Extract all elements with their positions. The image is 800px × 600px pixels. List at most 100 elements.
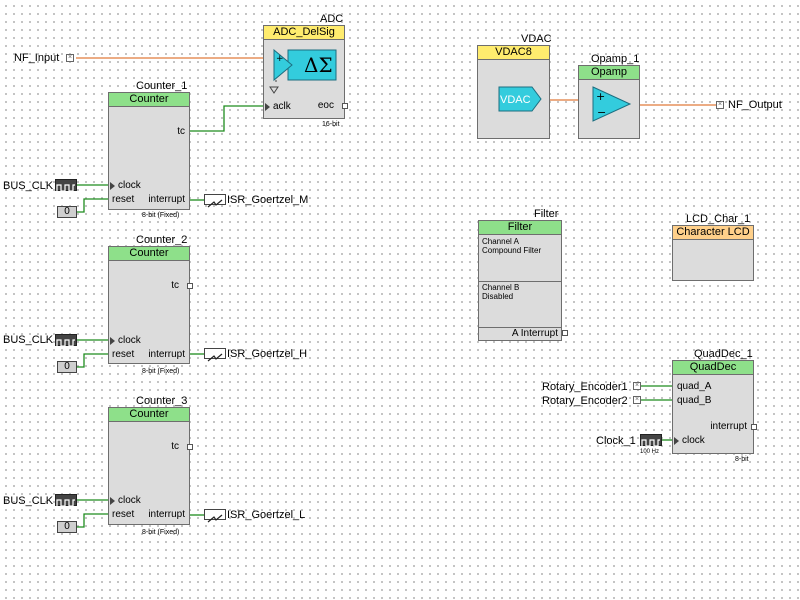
quaddec-component[interactable]: QuadDec quad_A quad_B interrupt clock <box>672 360 757 454</box>
counter1-port-tc: tc <box>177 126 185 137</box>
counter1-const[interactable]: 0 <box>57 206 77 218</box>
quaddec-port-quad-b: quad_B <box>677 395 712 406</box>
encoder2-pin-icon[interactable]: × <box>633 396 641 404</box>
counter2-port-tc: tc <box>171 280 179 291</box>
interrupt-icon[interactable] <box>204 348 226 362</box>
counter2-component[interactable]: Counter tc clock reset interrupt <box>108 246 193 364</box>
adc-port-eoc: eoc <box>317 100 334 111</box>
nf-output-pin-icon[interactable]: × <box>716 101 724 109</box>
lcd-type-header: Character LCD <box>673 226 753 240</box>
vdac-symbol: VDAC <box>500 94 531 106</box>
counter2-clock-icon <box>110 337 115 345</box>
filter-ch-b-type: Disabled <box>482 292 514 301</box>
vdac-type-header: VDAC8 <box>478 46 549 60</box>
wire-counter1-reset[interactable] <box>77 198 110 213</box>
quaddec-clock-note: 100 Hz <box>640 449 660 455</box>
nf-input-label: NF_Input <box>14 52 60 64</box>
counter1-clk-label: BUS_CLK <box>3 180 54 192</box>
counter3-const[interactable]: 0 <box>57 521 77 533</box>
nf-output-label: NF_Output <box>728 99 782 111</box>
adc-delsig-icon: + <box>270 48 340 88</box>
counter2-port-clock: clock <box>118 335 141 346</box>
encoder1-pin-icon[interactable]: × <box>633 382 641 390</box>
clock-source-icon[interactable] <box>55 334 77 347</box>
opamp-triangle-icon: + − <box>592 86 632 127</box>
counter1-port-reset: reset <box>112 194 135 205</box>
counter1-note: 8-bit (Fixed) <box>142 212 180 219</box>
counter2-type-header: Counter <box>109 247 189 261</box>
nf-input-pin-icon[interactable]: × <box>66 54 74 62</box>
counter2-port-interrupt: interrupt <box>148 349 185 360</box>
adc-note: 16-bit <box>322 121 340 128</box>
lcd-title: LCD_Char_1 <box>686 213 751 225</box>
svg-text:+: + <box>596 90 605 103</box>
counter3-tc-terminal[interactable] <box>187 444 193 450</box>
clock-source-icon[interactable] <box>55 494 77 507</box>
counter1-type-header: Counter <box>109 93 189 107</box>
adc-port-aclk: aclk <box>273 101 291 112</box>
counter3-clock-icon <box>110 497 115 505</box>
opamp-component[interactable]: Opamp + − <box>578 65 640 139</box>
quaddec-encoder1-label: Rotary_Encoder1 <box>542 381 628 393</box>
adc-symbol: ΔΣ <box>304 53 333 77</box>
quaddec-title: QuadDec_1 <box>694 348 753 360</box>
svg-text:−: − <box>597 106 606 119</box>
counter2-tc-terminal[interactable] <box>187 283 193 289</box>
quaddec-clock-label: Clock_1 <box>596 435 636 447</box>
vdac-component[interactable]: VDAC8 VDAC <box>477 45 550 139</box>
filter-ch-a-type: Compound Filter <box>482 246 542 255</box>
filter-divider <box>479 327 561 328</box>
quaddec-encoder2-label: Rotary_Encoder2 <box>542 395 628 407</box>
counter1-title: Counter_1 <box>136 80 188 92</box>
filter-ch-b-label: Channel B <box>482 283 520 292</box>
lcd-component[interactable]: Character LCD <box>672 225 754 281</box>
quaddec-port-clock: clock <box>682 435 705 446</box>
vdac-icon <box>498 86 542 117</box>
adc-eoc-terminal[interactable] <box>342 103 348 109</box>
adc-aclk-clock-icon <box>265 103 270 111</box>
counter2-note: 8-bit (Fixed) <box>142 368 180 375</box>
counter2-port-reset: reset <box>112 349 135 360</box>
counter3-port-tc: tc <box>171 441 179 452</box>
counter1-port-clock: clock <box>118 180 141 191</box>
adc-component[interactable]: ADC_DelSig + ΔΣ aclk eoc <box>263 25 348 119</box>
adc-title: ADC <box>320 13 344 25</box>
counter1-port-interrupt: interrupt <box>148 194 185 205</box>
filter-type-header: Filter <box>479 221 561 235</box>
clock-source-icon[interactable] <box>55 179 77 192</box>
opamp-title: Opamp_1 <box>591 53 640 65</box>
counter2-const[interactable]: 0 <box>57 361 77 373</box>
counter3-type-header: Counter <box>109 408 189 422</box>
counter3-port-reset: reset <box>112 509 135 520</box>
counter3-isr-label: ISR_Goertzel_L <box>227 509 306 521</box>
wire-counter1-tc[interactable] <box>190 105 266 132</box>
quaddec-port-quad-a: quad_A <box>677 381 712 392</box>
filter-component[interactable]: Filter Channel A Compound Filter Channel… <box>478 220 562 341</box>
svg-text:+: + <box>276 54 284 64</box>
counter1-component[interactable]: Counter tc clock reset interrupt <box>108 92 190 210</box>
counter2-isr-label: ISR_Goertzel_H <box>227 348 308 360</box>
adc-type-header: ADC_DelSig <box>264 26 344 40</box>
quaddec-type-header: QuadDec <box>673 361 753 375</box>
filter-port-interrupt: A Interrupt <box>511 328 558 339</box>
counter1-clock-icon <box>110 182 115 190</box>
counter3-component[interactable]: Counter tc clock reset interrupt <box>108 407 193 525</box>
counter3-note: 8-bit (Fixed) <box>142 529 180 536</box>
vdac-title: VDAC <box>521 33 552 45</box>
wire-counter2-reset[interactable] <box>77 353 110 368</box>
filter-interrupt-terminal[interactable] <box>562 330 568 336</box>
counter3-title: Counter_3 <box>136 395 188 407</box>
quaddec-interrupt-terminal[interactable] <box>751 424 757 430</box>
wire-counter3-reset[interactable] <box>77 513 110 528</box>
quaddec-note: 8-bit <box>735 456 749 463</box>
opamp-type-header: Opamp <box>579 66 639 80</box>
counter3-port-interrupt: interrupt <box>148 509 185 520</box>
interrupt-icon[interactable] <box>204 509 226 523</box>
filter-title: Filter <box>534 208 559 220</box>
quaddec-port-interrupt: interrupt <box>710 421 747 432</box>
filter-ch-a-label: Channel A <box>482 237 519 246</box>
quaddec-clock-icon <box>674 437 679 445</box>
interrupt-icon[interactable] <box>204 194 226 208</box>
clock-source-icon[interactable] <box>640 434 662 447</box>
counter3-port-clock: clock <box>118 495 141 506</box>
